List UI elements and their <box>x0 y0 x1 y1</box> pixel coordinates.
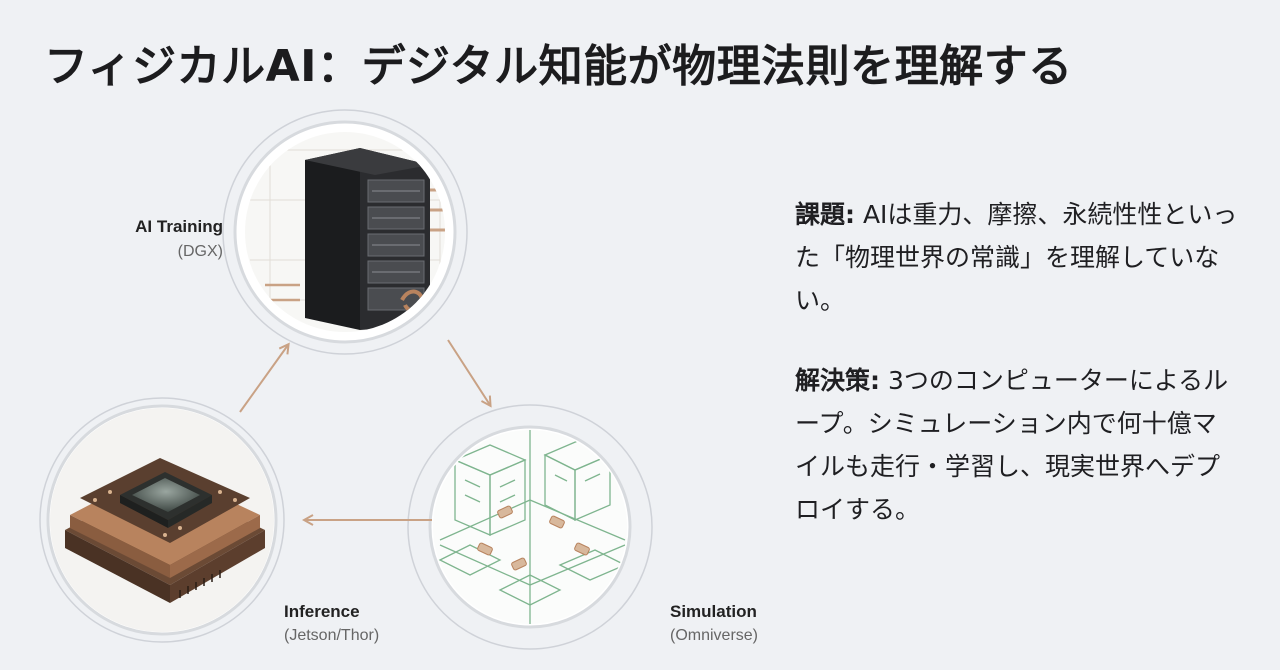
inference-sublabel: (Jetson/Thor) <box>284 627 380 644</box>
training-outer-ring <box>222 109 468 355</box>
inference-outer-ring <box>39 397 285 643</box>
simulation-sublabel: (Omniverse) <box>670 627 759 644</box>
simulation-outer-ring <box>407 404 653 650</box>
training-node <box>222 109 468 355</box>
arrow-training-to-simulation <box>447 339 490 405</box>
simulation-label: Simulation <box>670 602 757 621</box>
sim-vehicles <box>477 505 590 571</box>
solution-body: 3つのコンピューターによるループ。シミュレーション内で何十億マイルも走行・学習し… <box>795 366 1229 524</box>
inference-node <box>39 397 285 643</box>
solution-text: 解決策: 3つのコンピューターによるループ。シミュレーション内で何十億マイルも走… <box>795 359 1240 531</box>
arrow-inference-to-training <box>239 345 288 413</box>
training-sublabel: (DGX) <box>177 243 223 260</box>
problem-body: AIは重力、摩擦、永続性性といった「物理世界の常識」を理解していない。 <box>795 200 1238 315</box>
jetson-chip-icon <box>50 408 274 632</box>
dgx-server-icon <box>305 148 430 330</box>
training-label: AI Training <box>135 217 223 236</box>
problem-heading: 課題: <box>795 200 855 229</box>
solution-heading: 解決策: <box>795 366 880 395</box>
simulation-node <box>407 404 653 650</box>
page-title: フィジカルAI：デジタル知能が物理法則を理解する <box>44 41 1073 92</box>
inference-label: Inference <box>284 602 360 621</box>
problem-text: 課題: AIは重力、摩擦、永続性性といった「物理世界の常識」を理解していない。 <box>795 193 1240 322</box>
simulation-city-icon <box>433 430 627 624</box>
loop-diagram <box>39 109 653 650</box>
